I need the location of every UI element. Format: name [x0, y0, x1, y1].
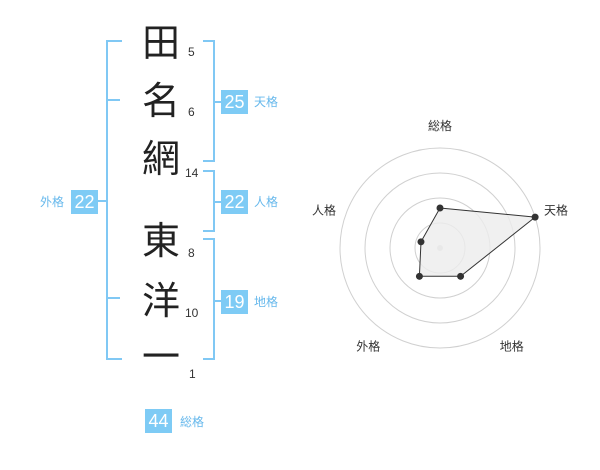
soukaku-value-badge: 44 — [145, 409, 172, 433]
name-char-2: 名 — [141, 79, 180, 123]
radar-axis-label-4: 外格 — [356, 339, 380, 354]
radar-ring-3 — [364, 172, 516, 324]
stroke-count-4: 8 — [188, 246, 195, 260]
radar-ring-4 — [339, 147, 541, 349]
radar-point-4 — [415, 272, 423, 280]
chikaku-label: 地格 — [254, 295, 279, 309]
char-divider-tick-1 — [106, 99, 120, 101]
name-char-5: 洋 — [141, 279, 180, 323]
stroke-count-1: 5 — [188, 45, 195, 59]
name-char-4: 東 — [141, 219, 180, 263]
gaikaku-value-badge: 22 — [71, 190, 98, 214]
radar-point-3 — [457, 272, 465, 280]
radar-point-5 — [417, 238, 425, 246]
tenkaku-bracket-tick — [213, 101, 221, 103]
chikaku-value-badge: 19 — [221, 290, 248, 314]
jinkaku-value-badge: 22 — [221, 190, 248, 214]
stroke-count-6: 1 — [189, 367, 196, 381]
chikaku-bracket-tick — [213, 300, 221, 302]
name-char-6: 一 — [141, 335, 180, 379]
radar-axis-label-1: 総格 — [428, 118, 452, 133]
radar-axis-label-3: 地格 — [500, 339, 524, 354]
name-char-3: 網 — [141, 137, 180, 181]
name-char-1: 田 — [141, 21, 180, 65]
soukaku-label: 総格 — [180, 415, 205, 429]
chikaku-bracket — [203, 238, 215, 360]
radar-point-2 — [531, 213, 539, 221]
jinkaku-label: 人格 — [254, 195, 279, 209]
radar-polygon — [418, 207, 537, 277]
stroke-count-2: 6 — [188, 105, 195, 119]
char-divider-tick-2 — [106, 297, 120, 299]
radar-axis-label-2: 天格 — [544, 202, 568, 217]
stroke-count-3: 14 — [185, 166, 199, 180]
stroke-count-5: 10 — [185, 306, 199, 320]
gaikaku-bracket — [106, 40, 122, 360]
jinkaku-bracket-tick — [213, 201, 221, 203]
radar-axis-label-5: 人格 — [312, 202, 336, 217]
radar-point-1 — [436, 204, 444, 212]
gaikaku-bracket-tick — [95, 200, 106, 202]
tenkaku-label: 天格 — [254, 95, 279, 109]
tenkaku-value-badge: 25 — [221, 90, 248, 114]
gaikaku-label: 外格 — [40, 195, 65, 209]
